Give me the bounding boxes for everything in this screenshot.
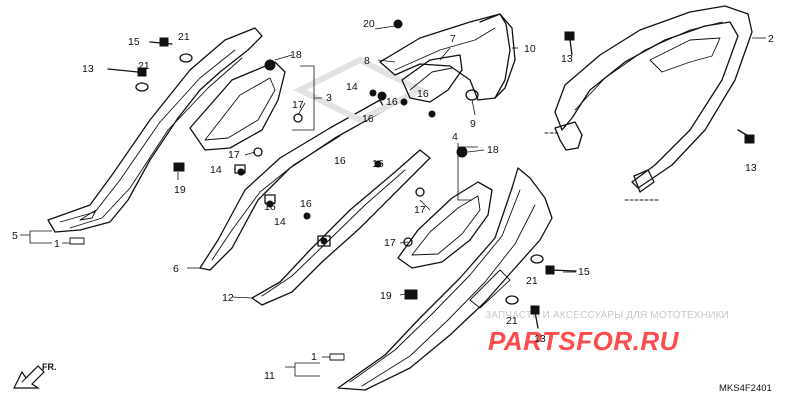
grommet-icon bbox=[293, 113, 303, 123]
callout-17-lower-left: 17 bbox=[228, 149, 240, 161]
right-side-cover bbox=[329, 167, 553, 391]
washer-icon bbox=[530, 254, 544, 264]
callout-2: 2 bbox=[768, 33, 774, 45]
screw-icon bbox=[393, 19, 403, 29]
callout-13-rail-right: 13 bbox=[745, 162, 757, 174]
left-side-cover bbox=[47, 27, 263, 245]
bolt-head-icon bbox=[545, 265, 555, 275]
callout-17-lower-right: 17 bbox=[384, 237, 396, 249]
callout-19-right: 19 bbox=[380, 290, 392, 302]
watermark-brand: PARTSFOR.RU bbox=[488, 326, 680, 356]
front-direction-indicator: FR. bbox=[13, 362, 57, 389]
screw-icon bbox=[374, 160, 382, 168]
clip-icon bbox=[329, 353, 345, 361]
washer-icon bbox=[179, 53, 193, 63]
screw-icon bbox=[428, 110, 436, 118]
callout-16-e: 16 bbox=[264, 201, 276, 213]
callout-12: 12 bbox=[222, 292, 234, 304]
screw-icon bbox=[237, 168, 245, 176]
left-fasteners bbox=[107, 37, 193, 92]
clip-icon bbox=[404, 289, 418, 300]
grommet-icon bbox=[264, 59, 276, 71]
grommet-icon bbox=[403, 237, 413, 247]
callout-17-upper-right: 17 bbox=[414, 204, 426, 216]
callout-18-right: 18 bbox=[487, 144, 499, 156]
grab-rail bbox=[544, 5, 753, 201]
callout-21-left-upper: 21 bbox=[178, 31, 190, 43]
callout-15-right: 15 bbox=[578, 266, 590, 278]
seat-bracket-right bbox=[397, 146, 493, 300]
callout-6: 6 bbox=[173, 263, 179, 275]
rear-upper-cover bbox=[377, 13, 516, 118]
callout-16-a: 16 bbox=[362, 113, 374, 125]
leader-lines bbox=[20, 25, 766, 377]
callout-16-d: 16 bbox=[300, 198, 312, 210]
callout-14-left: 14 bbox=[210, 164, 222, 176]
screw-icon bbox=[303, 212, 311, 220]
bolt-head-icon bbox=[159, 37, 169, 47]
diagram-code: MKS4F2401 bbox=[719, 383, 772, 394]
callout-1-right: 1 bbox=[311, 351, 317, 363]
callout-11: 11 bbox=[264, 370, 275, 382]
washer-icon bbox=[505, 295, 519, 305]
callout-17-upper-left: 17 bbox=[292, 99, 304, 111]
callout-13-right: 13 bbox=[534, 333, 546, 345]
callout-14-center: 14 bbox=[346, 81, 358, 93]
screw-icon bbox=[400, 98, 408, 106]
seat-bracket-left bbox=[173, 59, 303, 172]
callout-16-b: 16 bbox=[334, 155, 346, 167]
callout-14-lower: 14 bbox=[274, 216, 286, 228]
callout-18-left: 18 bbox=[290, 49, 302, 61]
callout-16-c: 16 bbox=[372, 158, 384, 170]
callout-15-left: 15 bbox=[128, 36, 140, 48]
callout-labels: 5 1 13 21 15 21 18 3 17 17 19 14 14 16 1… bbox=[12, 18, 774, 382]
watermark: ЗАПЧАСТИ И АКСЕССУАРЫ ДЛЯ МОТОТЕХНИКИ PA… bbox=[485, 310, 729, 356]
callout-3: 3 bbox=[326, 92, 332, 104]
callout-21-right-upper: 21 bbox=[526, 275, 538, 287]
watermark-subtitle: ЗАПЧАСТИ И АКСЕССУАРЫ ДЛЯ МОТОТЕХНИКИ bbox=[485, 310, 729, 321]
grommet-icon bbox=[456, 146, 468, 158]
bolt-head-icon bbox=[564, 31, 575, 41]
bolt-head-icon bbox=[530, 305, 540, 315]
screw-icon bbox=[369, 89, 377, 97]
callout-1-left: 1 bbox=[54, 238, 60, 250]
callout-13-left: 13 bbox=[82, 63, 94, 75]
rail-bolts bbox=[564, 31, 755, 144]
washer-icon bbox=[135, 82, 149, 92]
callout-8: 8 bbox=[364, 55, 370, 67]
callout-13-rail-left: 13 bbox=[561, 53, 573, 65]
callout-16-f: 16 bbox=[386, 96, 398, 108]
callout-9: 9 bbox=[470, 118, 476, 130]
callout-16-g: 16 bbox=[417, 88, 429, 100]
callout-21-left-lower: 21 bbox=[138, 60, 150, 72]
front-direction-label: FR. bbox=[42, 362, 57, 372]
screw-icon bbox=[320, 237, 328, 245]
callout-20: 20 bbox=[363, 18, 375, 30]
right-fasteners bbox=[505, 254, 577, 329]
callout-7: 7 bbox=[450, 33, 456, 45]
clip-icon bbox=[69, 237, 85, 245]
callout-21-right-lower: 21 bbox=[506, 315, 518, 327]
background-pattern bbox=[293, 56, 427, 124]
clip-icon bbox=[173, 162, 185, 172]
callout-5: 5 bbox=[12, 230, 18, 242]
callout-4: 4 bbox=[452, 131, 458, 143]
right-inner-rail bbox=[237, 149, 431, 306]
screw-icon bbox=[266, 200, 274, 208]
callout-19-left: 19 bbox=[174, 184, 186, 196]
bolt-head-icon bbox=[137, 67, 147, 77]
grommet-icon bbox=[253, 147, 263, 157]
callout-10: 10 bbox=[524, 43, 536, 55]
arrow-icon bbox=[13, 365, 45, 389]
bolt-icon bbox=[107, 68, 139, 73]
grommet-icon bbox=[415, 187, 425, 197]
bolt-head-icon bbox=[744, 134, 755, 144]
screw-icon bbox=[377, 91, 387, 101]
